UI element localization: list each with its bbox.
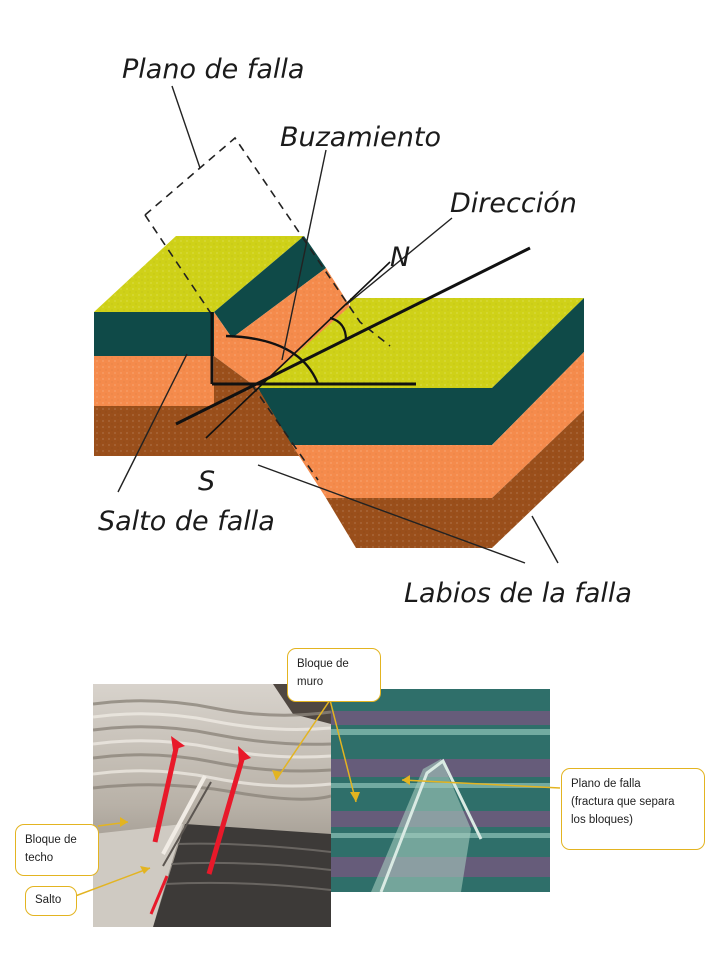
label-south: S	[198, 466, 215, 497]
callout-connectors	[69, 699, 561, 899]
label-plano-de-falla: Plano de falla	[122, 54, 304, 85]
callout-bloque-de-muro-text: Bloque de muro	[297, 658, 349, 688]
strike-dip-lines	[175, 246, 531, 439]
label-labios-de-la-falla: Labios de la falla	[404, 578, 632, 609]
callout-salto: Salto	[25, 886, 77, 916]
strike-line	[175, 246, 531, 426]
left-dark-layer	[94, 312, 214, 356]
callout-bloque-de-techo-text: Bloque de techo	[25, 834, 77, 864]
left-fault-face-dark	[214, 236, 326, 338]
direction-angle-arc	[329, 316, 348, 341]
right-front-dark	[258, 388, 492, 445]
label-salto-de-falla: Salto de falla	[98, 506, 275, 537]
fault-block-diagram: Plano de falla Buzamiento Dirección N S …	[94, 54, 632, 609]
left-block	[94, 236, 350, 456]
callout-salto-text: Salto	[35, 894, 62, 906]
callout-bloque-de-techo: Bloque de techo	[15, 824, 99, 876]
outcrop-photo-left	[93, 684, 331, 927]
salto-red-mark	[149, 875, 169, 915]
fault-photos-section: Bloque de muro Plano de falla (fractura …	[0, 630, 720, 960]
leader-lines	[117, 85, 559, 564]
red-arrow-right	[206, 755, 246, 875]
label-buzamiento: Buzamiento	[280, 122, 441, 153]
fault-plane-outline	[144, 136, 391, 347]
outcrop-photo-right	[331, 689, 550, 892]
callout-bloque-de-muro: Bloque de muro	[287, 648, 381, 702]
callout-plano-de-falla: Plano de falla (fractura que separa los …	[561, 768, 705, 850]
callout-plano-de-falla-text: Plano de falla (fractura que separa los …	[571, 778, 675, 826]
north-line	[205, 261, 391, 439]
right-block	[258, 298, 584, 548]
label-north: N	[390, 242, 410, 273]
right-side-dark	[492, 298, 584, 445]
dip-angle-arc	[225, 334, 320, 385]
label-direccion: Dirección	[450, 188, 577, 219]
red-arrow-left	[152, 743, 180, 843]
